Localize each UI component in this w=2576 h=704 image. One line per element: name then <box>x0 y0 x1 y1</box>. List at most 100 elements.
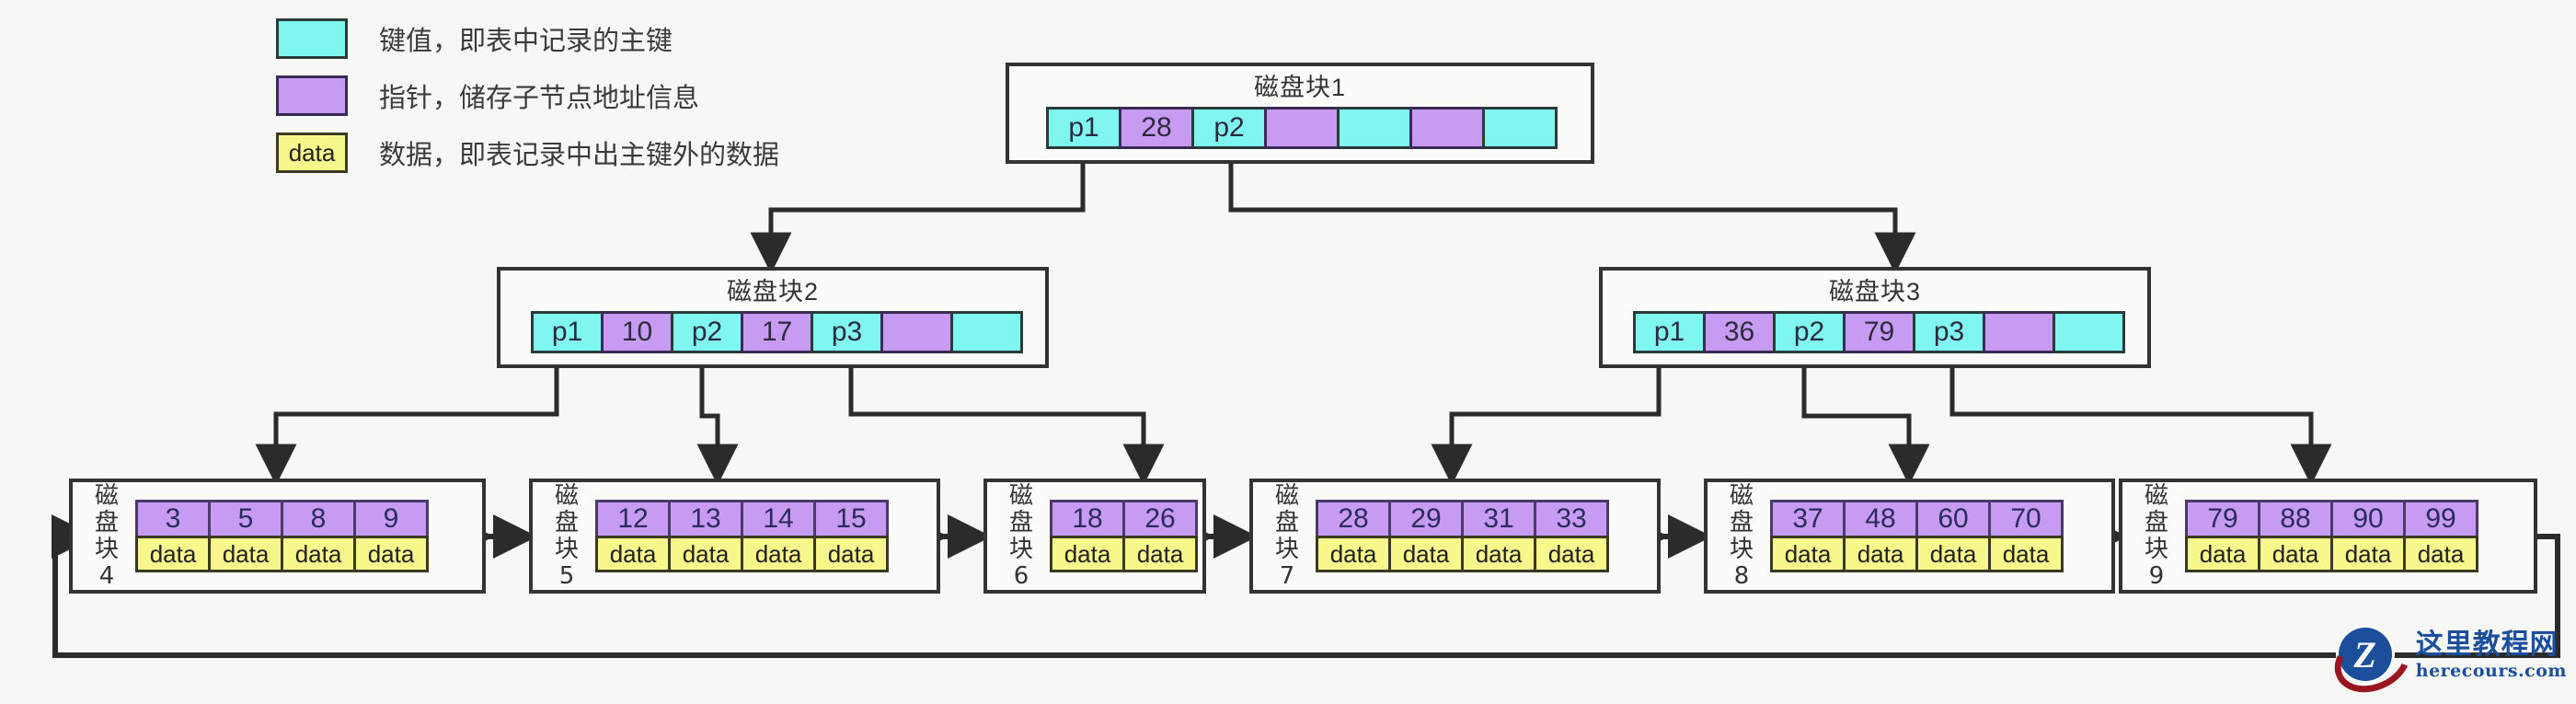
node-internal-2-cell-6-key[interactable] <box>950 311 1023 353</box>
node-root-cell-6-key[interactable] <box>1482 107 1558 149</box>
node-internal-3-cell-6-key[interactable] <box>2053 311 2125 353</box>
node-root-cell-4-key[interactable] <box>1337 107 1412 149</box>
leaf-data-cell[interactable]: data <box>1988 536 2064 572</box>
leaf-key-cell[interactable]: 99 <box>2403 500 2478 538</box>
leaf-data-cell[interactable]: data <box>1534 536 1609 572</box>
leaf-data-cell[interactable]: data <box>1388 536 1464 572</box>
node-internal-2-cell-3-pointer[interactable]: 17 <box>741 311 813 353</box>
node-internal-2-cell-0-key[interactable]: p1 <box>531 311 604 353</box>
leaf-key-cell[interactable]: 90 <box>2330 500 2406 538</box>
node-internal-3-cell-3-pointer[interactable]: 79 <box>1843 311 1915 353</box>
leaf-key-cell[interactable]: 60 <box>1915 500 1991 538</box>
leaf-key-cell[interactable]: 37 <box>1770 500 1846 538</box>
leaf-key-cell[interactable]: 3 <box>135 500 211 538</box>
node-internal-2-cell-2-key[interactable]: p2 <box>671 311 743 353</box>
leaf-data-cell[interactable]: data <box>281 536 356 572</box>
leaf-key-cell[interactable]: 15 <box>813 500 889 538</box>
leaf-key-cell[interactable]: 18 <box>1050 500 1125 538</box>
watermark: Z 这里教程网 herecours.com <box>2324 617 2567 704</box>
leaf-data-cell[interactable]: data <box>813 536 889 572</box>
node-root-cell-5-pointer[interactable] <box>1409 107 1485 149</box>
node-internal-3-cell-4-key[interactable]: p3 <box>1913 311 1985 353</box>
leaf-data-cell[interactable]: data <box>595 536 671 572</box>
leaf-data-cell[interactable]: data <box>1843 536 1918 572</box>
leaf-data-cell[interactable]: data <box>353 536 429 572</box>
leaf-data-cell[interactable]: data <box>2258 536 2333 572</box>
node-internal-2-cell-5-pointer[interactable] <box>880 311 953 353</box>
node-internal-3-cell-5-pointer[interactable] <box>1983 311 2055 353</box>
leaf-key-cell[interactable]: 79 <box>2185 500 2260 538</box>
node-root-cell-0-key[interactable]: p1 <box>1046 107 1121 149</box>
leaf-data-cell[interactable]: data <box>741 536 816 572</box>
leaf-key-cell[interactable]: 70 <box>1988 500 2064 538</box>
leaf-data-cell[interactable]: data <box>2403 536 2478 572</box>
leaf-key-cell[interactable]: 13 <box>668 500 743 538</box>
leaf-key-cell[interactable]: 88 <box>2258 500 2333 538</box>
leaf-key-cell[interactable]: 14 <box>741 500 816 538</box>
node-root-cell-1-pointer[interactable]: 28 <box>1119 107 1194 149</box>
leaf-data-cell[interactable]: data <box>135 536 211 572</box>
leaf-key-cell[interactable]: 5 <box>208 500 283 538</box>
leaf-data-cell[interactable]: data <box>1316 536 1391 572</box>
node-root-cell-2-key[interactable]: p2 <box>1191 107 1267 149</box>
leaf-data-cell[interactable]: data <box>1915 536 1991 572</box>
leaf-data-cell[interactable]: data <box>1461 536 1536 572</box>
leaf-key-cell[interactable]: 48 <box>1843 500 1918 538</box>
leaf-data-cell[interactable]: data <box>1050 536 1125 572</box>
leaf-key-cell[interactable]: 8 <box>281 500 356 538</box>
leaf-data-cell[interactable]: data <box>2185 536 2260 572</box>
leaf-data-cell[interactable]: data <box>668 536 743 572</box>
leaf-key-cell[interactable]: 33 <box>1534 500 1609 538</box>
leaf-key-cell[interactable]: 28 <box>1316 500 1391 538</box>
node-internal-3-cell-2-key[interactable]: p2 <box>1773 311 1846 353</box>
leaf-key-cell[interactable]: 26 <box>1122 500 1198 538</box>
node-root-cell-3-pointer[interactable] <box>1264 107 1340 149</box>
node-internal-3-cell-0-key[interactable]: p1 <box>1633 311 1706 353</box>
leaf-key-cell[interactable]: 31 <box>1461 500 1536 538</box>
node-internal-2-cell-4-key[interactable]: p3 <box>811 311 883 353</box>
leaf-data-cell[interactable]: data <box>208 536 283 572</box>
leaf-data-cell[interactable]: data <box>1122 536 1198 572</box>
leaf-data-cell[interactable]: data <box>2330 536 2406 572</box>
node-internal-2-cell-1-pointer[interactable]: 10 <box>601 311 673 353</box>
leaf-key-cell[interactable]: 9 <box>353 500 429 538</box>
diagram-canvas: 键值，即表中记录的主键 指针，储存子节点地址信息 data 数据，即表记录中出主… <box>52 18 2567 704</box>
leaf-data-cell[interactable]: data <box>1770 536 1846 572</box>
leaf-key-cell[interactable]: 12 <box>595 500 671 538</box>
node-internal-3-cell-1-pointer[interactable]: 36 <box>1703 311 1776 353</box>
leaf-key-cell[interactable]: 29 <box>1388 500 1464 538</box>
